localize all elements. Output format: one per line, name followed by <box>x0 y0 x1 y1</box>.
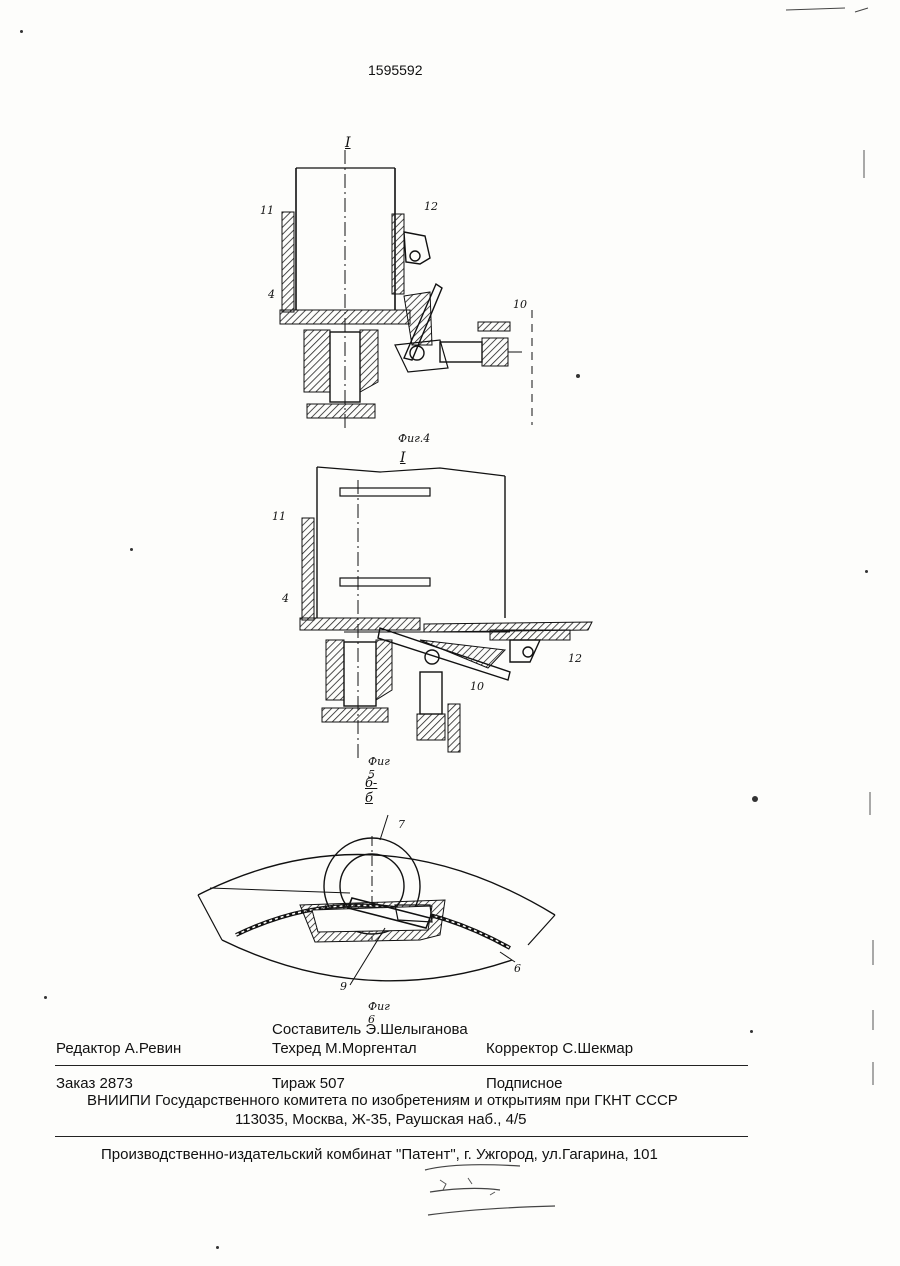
speck <box>44 996 47 999</box>
speck <box>865 570 868 573</box>
speck <box>130 548 133 551</box>
speck <box>20 30 23 33</box>
speck <box>216 1246 219 1249</box>
speck <box>576 374 580 378</box>
speck <box>752 796 758 802</box>
speck <box>750 1030 753 1033</box>
